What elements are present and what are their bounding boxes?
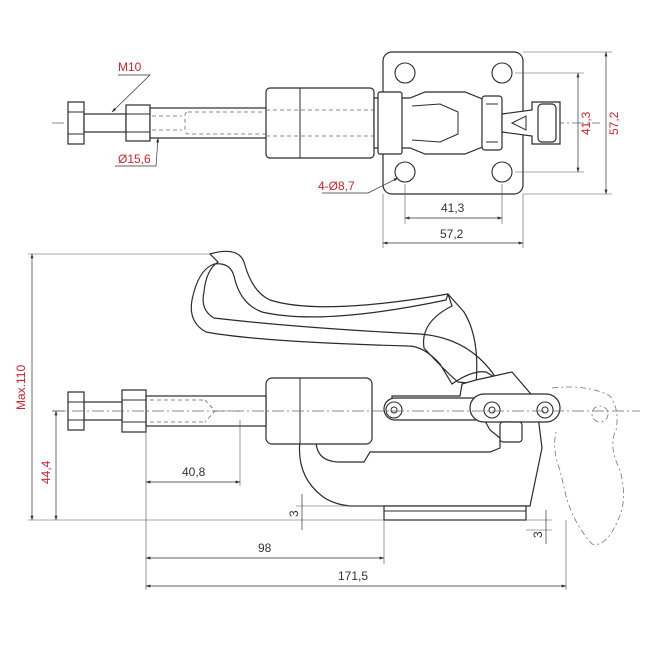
dim-base-thickness-right: 3: [531, 531, 545, 538]
top-view: 41,3 57,2 41,3 57,2 M10 Ø15,6 4-Ø8,7: [52, 51, 621, 248]
side-handle: [190, 250, 497, 385]
rod-diameter-leader: [115, 137, 160, 167]
dim-base-thickness-left: 3: [287, 510, 301, 517]
holes-leader: [322, 177, 399, 194]
handle-phantom-position: [551, 386, 624, 545]
holes-label: 4-Ø8,7: [318, 179, 355, 193]
side-view: Max.110 44,4 40,8 3 3 98 171,5: [14, 250, 640, 590]
pivot-pin-2: [483, 401, 501, 419]
dim-thread-length: 40,8: [182, 465, 206, 479]
top-bolt-shank: [83, 113, 127, 133]
mounting-hole-1: [394, 62, 416, 84]
top-plunger-rod: [149, 107, 273, 139]
side-base-plate: [383, 505, 527, 521]
pivot-pin-1: [385, 401, 403, 419]
dim-max-height: Max.110: [14, 365, 28, 410]
dim-hole-spacing-x: 41,3: [441, 201, 465, 215]
top-nut: [125, 104, 151, 142]
mounting-hole-4: [491, 161, 513, 183]
dim-hole-spacing-y: 41,3: [579, 111, 593, 135]
dim-base-position: 98: [258, 541, 272, 555]
top-guide-housing: [265, 87, 375, 159]
mounting-hole-3: [394, 161, 416, 183]
mounting-hole-2: [491, 62, 513, 84]
dim-base-width-x: 57,2: [440, 227, 464, 241]
rod-diameter-label: Ø15,6: [118, 152, 151, 166]
dim-base-width-y: 57,2: [607, 111, 621, 135]
top-bolt-head: [67, 101, 85, 145]
dim-rod-height: 44,4: [39, 460, 53, 484]
thread-leader: [111, 74, 151, 113]
thread-label: M10: [118, 60, 142, 74]
dim-total-length: 171,5: [338, 569, 368, 583]
pivot-pin-3: [536, 401, 554, 419]
